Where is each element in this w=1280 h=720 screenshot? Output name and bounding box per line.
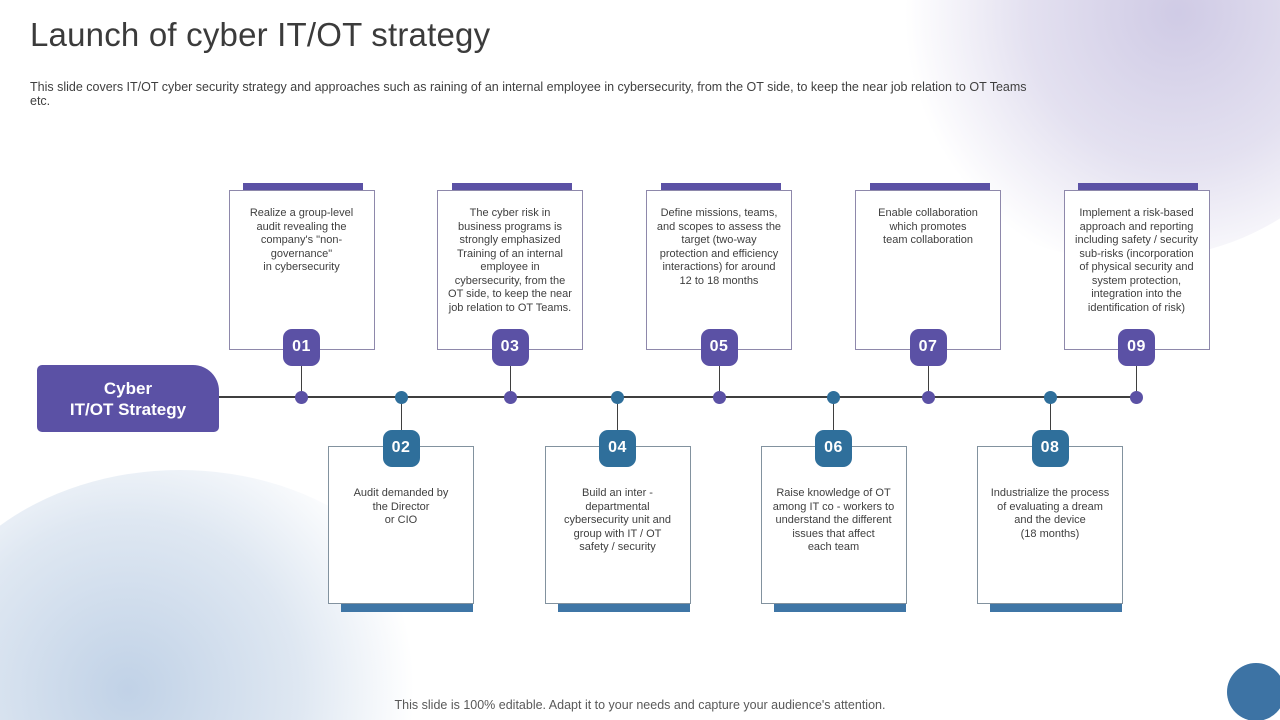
step-accent-bar	[869, 183, 990, 190]
step-number-badge: 01	[283, 328, 320, 366]
timeline-axis	[219, 396, 1137, 398]
step-connector-line	[718, 347, 720, 398]
step-text: Audit demanded by the Director or CIO	[353, 487, 449, 526]
step-card: Raise knowledge of OT among IT co - work…	[760, 446, 907, 604]
step-text: Build an inter - departmental cybersecur…	[564, 487, 671, 553]
step-number-badge: 03	[491, 328, 529, 366]
step-card: Build an inter - departmental cybersecur…	[544, 446, 691, 604]
step-connector-line	[1049, 397, 1051, 448]
timeline-title-line2: IT/OT Strategy	[69, 399, 187, 419]
slide-description: This slide covers IT/OT cyber security s…	[30, 80, 1027, 108]
step-card: The cyber risk in business programs is s…	[437, 190, 583, 350]
step-number-badge: 07	[909, 328, 947, 366]
step-card: Audit demanded by the Director or CIO	[328, 446, 474, 604]
step-number-badge: 08	[1031, 429, 1069, 467]
decor-circle-bottom-right	[1227, 663, 1280, 720]
step-accent-bar	[773, 604, 906, 612]
step-connector-line	[301, 347, 302, 398]
step-card: Define missions, teams, and scopes to as…	[646, 190, 792, 350]
step-connector-line	[1136, 347, 1137, 398]
step-text: Raise knowledge of OT among IT co - work…	[772, 487, 895, 553]
timeline-title-shape: Cyber IT/OT Strategy	[37, 365, 219, 432]
step-text: Define missions, teams, and scopes to as…	[656, 207, 782, 287]
step-number-badge: 02	[382, 429, 420, 467]
step-accent-bar	[451, 183, 572, 190]
step-text: Realize a group-level audit revealing th…	[249, 207, 354, 273]
step-text: Industrialize the process of evaluating …	[990, 487, 1110, 540]
step-card: Realize a group-level audit revealing th…	[228, 190, 375, 350]
timeline-dot	[921, 390, 935, 404]
step-connector-line	[400, 397, 402, 448]
step-connector-line	[617, 397, 618, 448]
timeline-dot	[503, 390, 517, 404]
timeline-dot	[712, 390, 726, 404]
footer-note: This slide is 100% editable. Adapt it to…	[394, 698, 886, 712]
step-accent-bar	[1078, 183, 1198, 190]
step-text: The cyber risk in business programs is s…	[448, 207, 572, 314]
timeline-dot	[611, 390, 624, 404]
step-accent-bar	[243, 183, 363, 190]
timeline-dot	[827, 390, 840, 404]
step-connector-line	[833, 397, 834, 448]
timeline-dot	[1130, 390, 1143, 404]
timeline-dot	[1043, 390, 1057, 404]
step-accent-bar	[557, 604, 690, 612]
step-accent-bar	[660, 183, 781, 190]
step-accent-bar	[341, 604, 473, 612]
step-card: Enable collaboration which promotes team…	[855, 190, 1001, 350]
page-title: Launch of cyber IT/OT strategy	[30, 16, 491, 53]
step-connector-line	[509, 347, 511, 398]
step-number-badge: 09	[1118, 328, 1155, 366]
step-number-badge: 06	[815, 429, 852, 467]
step-card: Implement a risk-based approach and repo…	[1063, 190, 1210, 350]
timeline-dot	[394, 390, 408, 404]
step-text: Implement a risk-based approach and repo…	[1075, 207, 1198, 314]
step-connector-line	[927, 347, 929, 398]
step-text: Enable collaboration which promotes team…	[878, 207, 978, 246]
timeline-dot	[295, 390, 308, 404]
step-accent-bar	[990, 604, 1122, 612]
step-number-badge: 05	[700, 328, 738, 366]
step-card: Industrialize the process of evaluating …	[977, 446, 1123, 604]
step-number-badge: 04	[599, 429, 636, 467]
timeline-title-line1: Cyber	[103, 378, 153, 398]
